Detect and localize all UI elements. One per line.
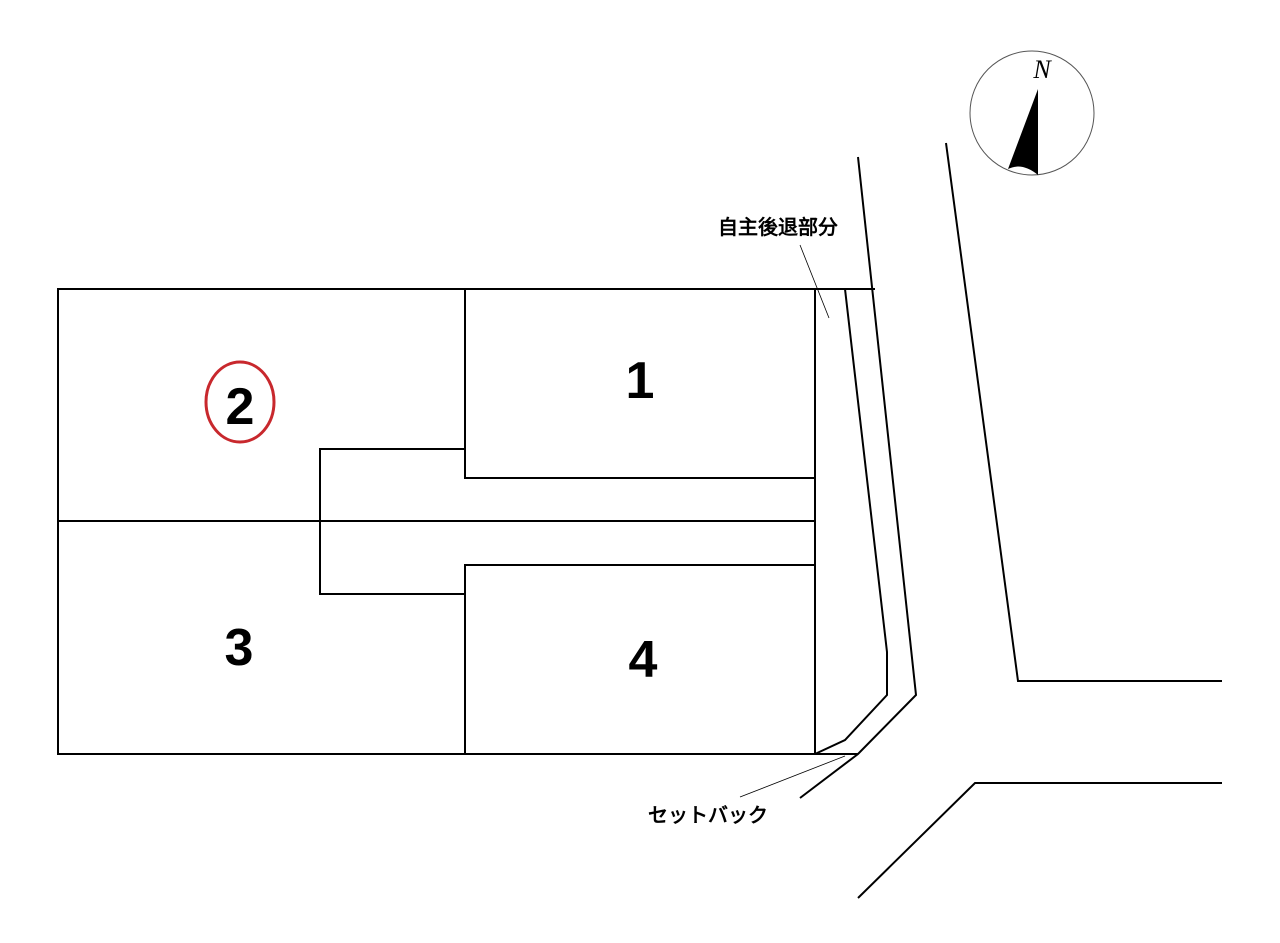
voluntary-setback-leader xyxy=(799,244,830,319)
lot-3-label: 3 xyxy=(225,619,254,677)
setback-leader xyxy=(739,755,846,798)
compass-circle xyxy=(969,50,1095,176)
north-label: N xyxy=(1032,55,1052,84)
road-edge-east xyxy=(945,142,1222,682)
lot-4-boundary xyxy=(464,564,815,754)
lot-1-label: 1 xyxy=(626,352,655,410)
road-edge-west xyxy=(799,156,918,799)
voluntary-setback-line xyxy=(814,288,888,755)
lot-boundaries xyxy=(57,288,888,755)
lot-1-boundary xyxy=(464,289,815,479)
setback-label: セットバック xyxy=(648,803,768,827)
flag-lot-access xyxy=(319,448,465,595)
lot-4-label: 4 xyxy=(629,631,658,689)
north-needle-icon xyxy=(1008,89,1038,175)
roads xyxy=(799,142,1222,899)
highlight-circle xyxy=(204,360,276,444)
north-arrow: N xyxy=(969,50,1095,176)
lot-2-label: 2 xyxy=(226,378,255,436)
road-edge-south xyxy=(857,782,1222,899)
voluntary-setback-label: 自主後退部分 xyxy=(718,215,838,239)
